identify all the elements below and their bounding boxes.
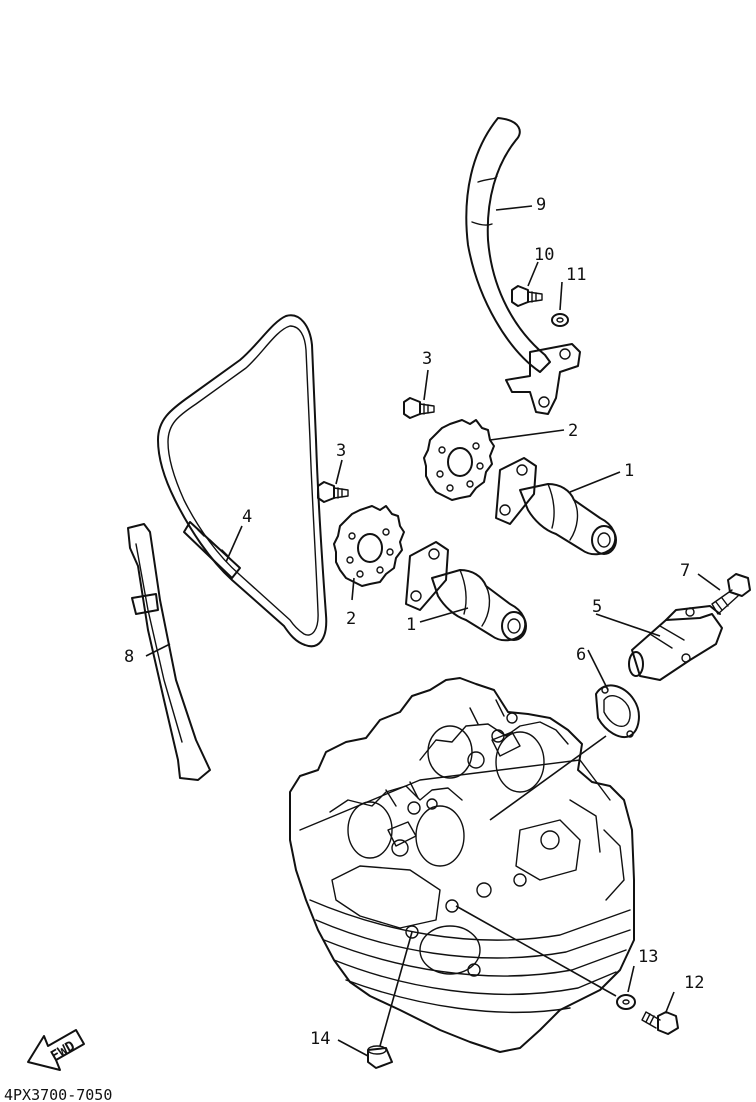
callout-4: 4 — [242, 507, 252, 527]
cam-sprocket-part-2-upper — [423, 419, 495, 501]
callout-labels: 9 10 11 3 3 2 2 1 1 4 8 7 5 6 13 12 14 — [124, 195, 704, 1049]
callout-13: 13 — [638, 947, 658, 967]
bolt-part-12 — [641, 1011, 679, 1035]
callout-1-upper: 1 — [624, 461, 634, 481]
washer-part-13 — [616, 994, 636, 1010]
callout-9: 9 — [536, 195, 546, 215]
cam-sprocket-part-2-lower — [333, 505, 405, 587]
dowel-pin-part-14 — [367, 1045, 393, 1069]
callout-12: 12 — [684, 973, 704, 993]
callout-3-lower: 3 — [336, 441, 346, 461]
callout-2-upper: 2 — [568, 421, 578, 441]
bolt-part-10 — [511, 285, 543, 307]
bolt-part-3-upper — [403, 397, 435, 419]
callout-14: 14 — [310, 1029, 330, 1049]
chain-guide-part-9 — [465, 117, 581, 415]
callout-7: 7 — [680, 561, 690, 581]
bolt-part-7 — [711, 573, 751, 615]
callout-2-lower: 2 — [346, 609, 356, 629]
gasket-part-6 — [595, 684, 640, 738]
fwd-label: FWD — [48, 1038, 78, 1065]
bolt-part-3-lower — [317, 481, 349, 503]
chain-guide-part-8 — [127, 523, 211, 781]
chain-tensioner-part-5 — [628, 605, 723, 681]
callout-8: 8 — [124, 647, 134, 667]
fwd-arrow-icon: FWD — [27, 1029, 85, 1071]
leader-lines — [145, 205, 721, 1057]
callout-11: 11 — [566, 265, 586, 285]
camshaft-part-1-lower — [405, 541, 527, 642]
callout-6: 6 — [576, 645, 586, 665]
washer-part-11 — [551, 313, 569, 327]
diagram-code: 4PX3700-7050 — [4, 1086, 112, 1102]
callout-10: 10 — [534, 245, 554, 265]
callout-1-lower: 1 — [406, 615, 416, 635]
cylinder-head — [289, 677, 635, 1053]
camshaft-part-1-upper — [495, 457, 617, 556]
callout-3-upper: 3 — [422, 349, 432, 369]
callout-5: 5 — [592, 597, 602, 617]
cam-chain-part-4 — [157, 314, 328, 648]
